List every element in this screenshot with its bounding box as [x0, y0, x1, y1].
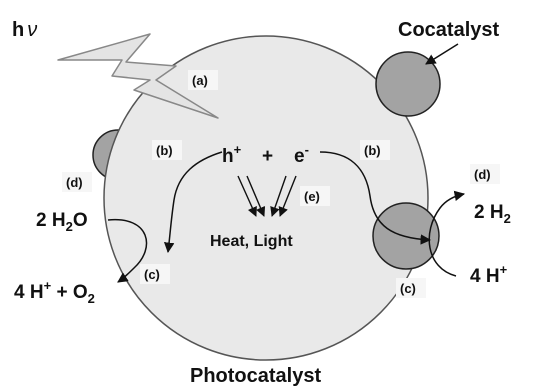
step-d-right-tag-bg	[470, 164, 500, 184]
cocatalyst-pointer-arrow	[425, 43, 459, 65]
step-e-tag: (e)	[304, 189, 320, 204]
recombination-arrows	[237, 175, 297, 217]
step-c-right-tag: (c)	[400, 281, 416, 296]
step-d-left-tag-bg	[62, 172, 92, 192]
cocatalyst-particle	[375, 51, 441, 117]
photocatalyst-particle	[103, 35, 429, 361]
step-e-tag-bg	[300, 186, 330, 206]
cocatalyst-label: Cocatalyst	[398, 19, 499, 41]
oxygen-products-label: 4 H+ + O2	[14, 278, 95, 306]
heat-light-label: Heat, Light	[210, 233, 293, 250]
step-b-left-tag-bg	[152, 140, 182, 160]
step-b-left-tag: (b)	[156, 143, 173, 158]
step-c-left-tag: (c)	[144, 267, 160, 282]
reduction-arrow	[428, 190, 466, 277]
electron-label: e-	[294, 142, 309, 167]
oxidation-arrow	[107, 219, 148, 283]
water-label: 2 H2O	[36, 210, 88, 234]
light-bolt-icon	[57, 33, 219, 119]
electron-migration-arrow	[319, 151, 432, 245]
step-c-left-tag-bg	[140, 264, 170, 284]
photocatalyst-label: Photocatalyst	[190, 365, 321, 387]
plus-sign: +	[262, 146, 273, 167]
step-b-right-tag-bg	[360, 140, 390, 160]
step-d-left-tag: (d)	[66, 175, 83, 190]
step-c-right-tag-bg	[396, 278, 426, 298]
step-d-right-tag: (d)	[474, 167, 491, 182]
step-b-right-tag: (b)	[364, 143, 381, 158]
hole-label: h+	[222, 142, 242, 167]
step-a-tag: (a)	[192, 73, 208, 88]
step-a-tag-bg	[188, 70, 218, 90]
hole-migration-arrow	[163, 151, 223, 254]
proton-right-label: 4 H+	[470, 262, 508, 287]
hydrogen-label: 2 H2	[474, 202, 511, 226]
